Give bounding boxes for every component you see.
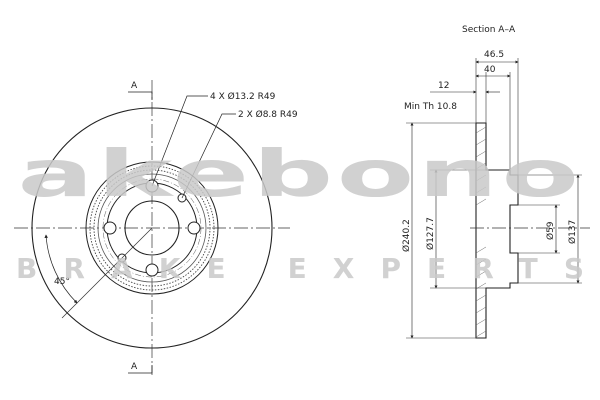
friction-ring-inner-edge xyxy=(85,161,219,295)
front-view: 4 X Ø13.2 R49 2 X Ø8.8 R49 45° A A xyxy=(14,80,298,375)
dim-mounting-diameter: Ø137 xyxy=(567,220,578,244)
callout-bolt-holes: 4 X Ø13.2 R49 xyxy=(210,91,276,102)
dim-outer-diameter: Ø240.2 xyxy=(401,219,412,252)
section-marker-top: A xyxy=(131,81,138,91)
bolt-hole xyxy=(145,263,159,277)
watermark: akebono BRAKE EXPERTS xyxy=(16,138,584,285)
angle-label: 45° xyxy=(54,277,70,287)
bolt-hole xyxy=(103,221,117,235)
bolt-hole xyxy=(187,221,201,235)
dim-overall-width: 46.5 xyxy=(484,50,504,60)
bolt-circle xyxy=(102,178,202,278)
dim-hat-diameter: Ø127.7 xyxy=(425,217,436,250)
dim-hat-width: 40 xyxy=(484,65,496,75)
dim-friction-thickness: 12 xyxy=(438,81,449,91)
min-thickness-label: Min Th 10.8 xyxy=(404,102,457,112)
section-view: Section A–A 46 xyxy=(401,25,590,339)
center-bore xyxy=(124,200,180,256)
bolt-holes xyxy=(103,179,201,277)
section-marker-bottom: A xyxy=(131,362,138,372)
disc-section-profile xyxy=(475,122,519,339)
callout-locating-holes: 2 X Ø8.8 R49 xyxy=(238,109,298,120)
dim-center-bore-diameter: Ø59 xyxy=(545,221,556,240)
watermark-tagline: BRAKE EXPERTS xyxy=(16,252,584,285)
disc-outer-edge xyxy=(31,107,273,349)
section-title: Section A–A xyxy=(462,25,516,35)
watermark-brand: akebono xyxy=(18,138,583,212)
